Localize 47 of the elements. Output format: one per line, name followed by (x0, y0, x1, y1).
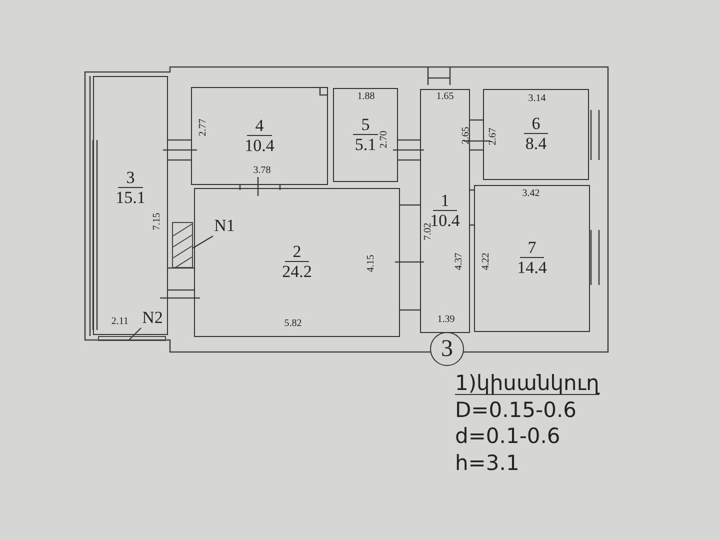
note-label: N2 (140, 308, 164, 328)
room-outline (194, 188, 400, 337)
dimension-label: 4.37 (454, 252, 464, 272)
room-area: 5.1 (354, 134, 376, 154)
dimension-label: 2.67 (488, 126, 498, 148)
circled-number: 3 (430, 332, 464, 366)
window-opening (98, 336, 166, 341)
room-area: 14.4 (517, 258, 547, 278)
dimension-label: 3.14 (527, 93, 547, 104)
leader-line (128, 328, 142, 340)
dimension-label: 1.39 (436, 314, 456, 325)
dimension-label: 1.65 (435, 91, 455, 102)
room-number: 6 (524, 115, 548, 134)
dimension-label: 2.65 (460, 126, 472, 146)
dimension-label: 2.11 (110, 316, 130, 327)
room-area: 24.2 (282, 262, 312, 282)
room-outline (483, 89, 589, 180)
dimension-label: 3.42 (521, 188, 541, 199)
room-number: 5 (353, 116, 378, 134)
room-number: 4 (247, 116, 272, 136)
hatched-stair (172, 222, 193, 268)
dimension-label: 5.82 (283, 318, 303, 329)
room-number: 2 (284, 243, 310, 262)
room-number: 1 (432, 192, 458, 210)
room-area: 15.1 (116, 188, 146, 208)
room-area: 10.4 (244, 136, 274, 156)
note-text: D=0.15-0.6 (455, 398, 576, 422)
room-outline (191, 87, 328, 185)
note-text: d=0.1-0.6 (455, 424, 560, 448)
dimension-label: 7.15 (152, 212, 162, 232)
note-heading: 1)կիսանկուղ (455, 372, 600, 395)
room-outline (420, 89, 470, 333)
leader-line (192, 236, 214, 248)
dimension-label: 2.70 (378, 130, 390, 150)
room-number: 3 (118, 168, 143, 188)
dimension-label: 4.22 (480, 252, 492, 272)
room-outline (93, 76, 168, 335)
dimension-label: 1.88 (356, 91, 376, 102)
room-outline (333, 88, 398, 182)
dimension-label: 2.77 (198, 118, 208, 138)
room-outline (474, 185, 590, 332)
note-text: h=3.1 (455, 451, 520, 475)
dimension-label: 3.78 (252, 165, 272, 176)
note-label: N1 (212, 216, 236, 236)
room-area: 8.4 (525, 134, 547, 154)
dimension-label: 4.15 (366, 254, 376, 274)
room-number: 7 (520, 239, 544, 258)
